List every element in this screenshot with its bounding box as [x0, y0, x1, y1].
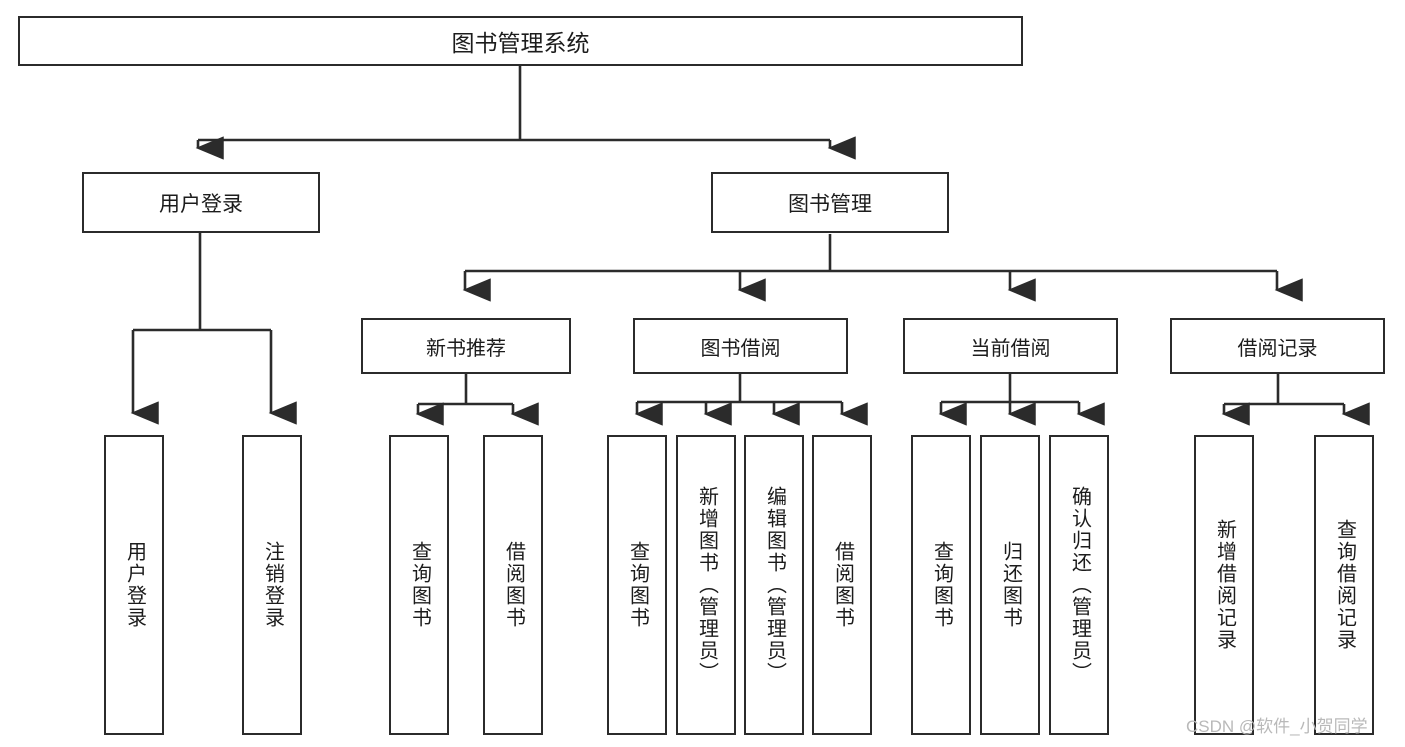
node-current-borrow[interactable]: 当前借阅	[903, 318, 1118, 374]
node-label: 借阅记录	[1237, 337, 1318, 360]
leaf-current-borrow-query[interactable]: 查询图书	[911, 435, 971, 735]
node-book-borrow[interactable]: 图书借阅	[633, 318, 848, 374]
node-label: 用户登录	[123, 541, 146, 629]
leaf-current-borrow-confirm-return[interactable]: 确认归还（管理员）	[1049, 435, 1109, 735]
node-label: 归还图书	[999, 541, 1022, 629]
node-borrow-record[interactable]: 借阅记录	[1170, 318, 1385, 374]
node-label: 用户登录	[159, 192, 243, 216]
leaf-new-book-query[interactable]: 查询图书	[389, 435, 449, 735]
leaf-user-login-login[interactable]: 用户登录	[104, 435, 164, 735]
node-label: 编辑图书（管理员）	[763, 486, 786, 684]
leaf-borrow-record-add[interactable]: 新增借阅记录	[1194, 435, 1254, 735]
node-root-book-management-system[interactable]: 图书管理系统	[18, 16, 1023, 66]
node-label: 图书借阅	[700, 337, 781, 360]
node-label: 确认归还（管理员）	[1068, 486, 1091, 684]
node-label: 新书推荐	[426, 337, 506, 360]
node-label: 查询借阅记录	[1333, 519, 1356, 651]
leaf-current-borrow-return[interactable]: 归还图书	[980, 435, 1040, 735]
node-label: 借阅图书	[831, 541, 854, 629]
leaf-book-borrow-add[interactable]: 新增图书（管理员）	[676, 435, 736, 735]
node-label: 查询图书	[626, 541, 649, 629]
node-label: 图书管理系统	[451, 30, 590, 56]
node-label: 注销登录	[261, 541, 284, 629]
node-label: 图书管理	[788, 192, 872, 216]
leaf-book-borrow-edit[interactable]: 编辑图书（管理员）	[744, 435, 804, 735]
node-new-book-recommend[interactable]: 新书推荐	[361, 318, 571, 374]
node-label: 查询图书	[930, 541, 953, 629]
node-label: 新增图书（管理员）	[695, 486, 718, 684]
leaf-user-login-logout[interactable]: 注销登录	[242, 435, 302, 735]
node-label: 借阅图书	[502, 541, 525, 629]
leaf-new-book-borrow[interactable]: 借阅图书	[483, 435, 543, 735]
node-book-management[interactable]: 图书管理	[711, 172, 949, 233]
leaf-book-borrow-borrow[interactable]: 借阅图书	[812, 435, 872, 735]
node-label: 当前借阅	[970, 337, 1051, 360]
leaf-book-borrow-query[interactable]: 查询图书	[607, 435, 667, 735]
leaf-borrow-record-query[interactable]: 查询借阅记录	[1314, 435, 1374, 735]
node-label: 查询图书	[408, 541, 431, 629]
node-label: 新增借阅记录	[1213, 519, 1236, 651]
csdn-watermark: CSDN @软件_小贺同学	[1186, 717, 1368, 736]
node-user-login[interactable]: 用户登录	[82, 172, 320, 233]
